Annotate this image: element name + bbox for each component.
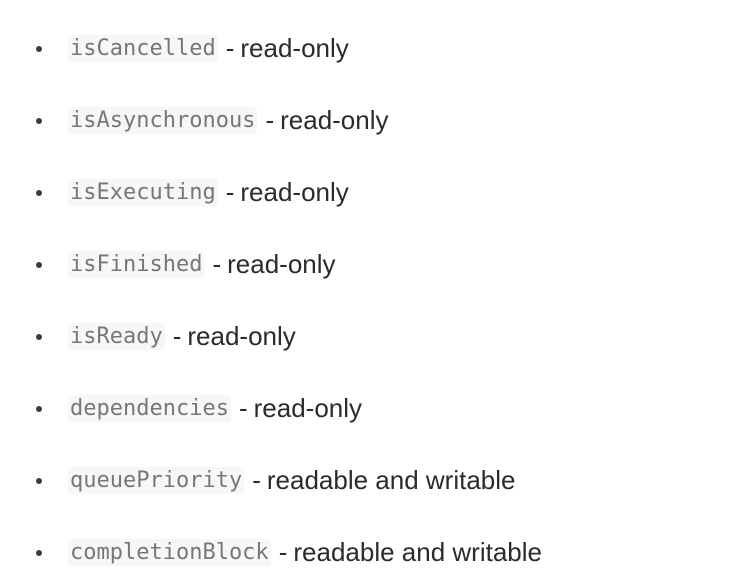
separator: -: [212, 248, 222, 279]
list-item: isAsynchronous - read-only: [34, 84, 542, 156]
access-description: read-only: [227, 248, 336, 279]
access-description: read-only: [253, 392, 363, 423]
separator: -: [252, 464, 261, 495]
property-name: dependencies: [68, 394, 231, 422]
property-list: isCancelled - read-only isAsynchronous -…: [34, 12, 542, 588]
list-item: completionBlock - readable and writable: [34, 516, 542, 588]
list-item: isFinished - read-only: [34, 228, 542, 300]
access-description: read-only: [240, 32, 349, 63]
bullet-icon: [36, 261, 42, 268]
separator: -: [265, 104, 275, 135]
list-item: queuePriority - readable and writable: [34, 444, 542, 516]
property-name: completionBlock: [68, 538, 271, 566]
access-description: readable and writable: [266, 464, 516, 495]
property-name: queuePriority: [68, 466, 245, 494]
property-name: isExecuting: [68, 178, 218, 206]
bullet-icon: [36, 405, 42, 412]
list-item: dependencies - read-only: [34, 372, 542, 444]
property-name: isFinished: [68, 250, 205, 278]
bullet-icon: [36, 45, 42, 52]
access-description: read-only: [280, 104, 389, 135]
access-description: read-only: [240, 176, 349, 207]
property-name: isAsynchronous: [68, 106, 258, 134]
list-item: isCancelled - read-only: [34, 12, 542, 84]
separator: -: [225, 176, 235, 207]
bullet-icon: [36, 189, 42, 196]
bullet-icon: [36, 549, 42, 556]
bullet-icon: [36, 477, 42, 484]
bullet-icon: [36, 333, 42, 340]
list-item: isExecuting - read-only: [34, 156, 542, 228]
separator: -: [238, 392, 248, 423]
access-description: read-only: [187, 320, 296, 351]
access-description: readable and writable: [293, 536, 542, 567]
bullet-icon: [36, 117, 42, 124]
separator: -: [278, 536, 288, 567]
property-name: isReady: [68, 322, 165, 350]
separator: -: [172, 320, 182, 351]
separator: -: [225, 32, 235, 63]
property-name: isCancelled: [68, 34, 218, 62]
list-item: isReady - read-only: [34, 300, 542, 372]
